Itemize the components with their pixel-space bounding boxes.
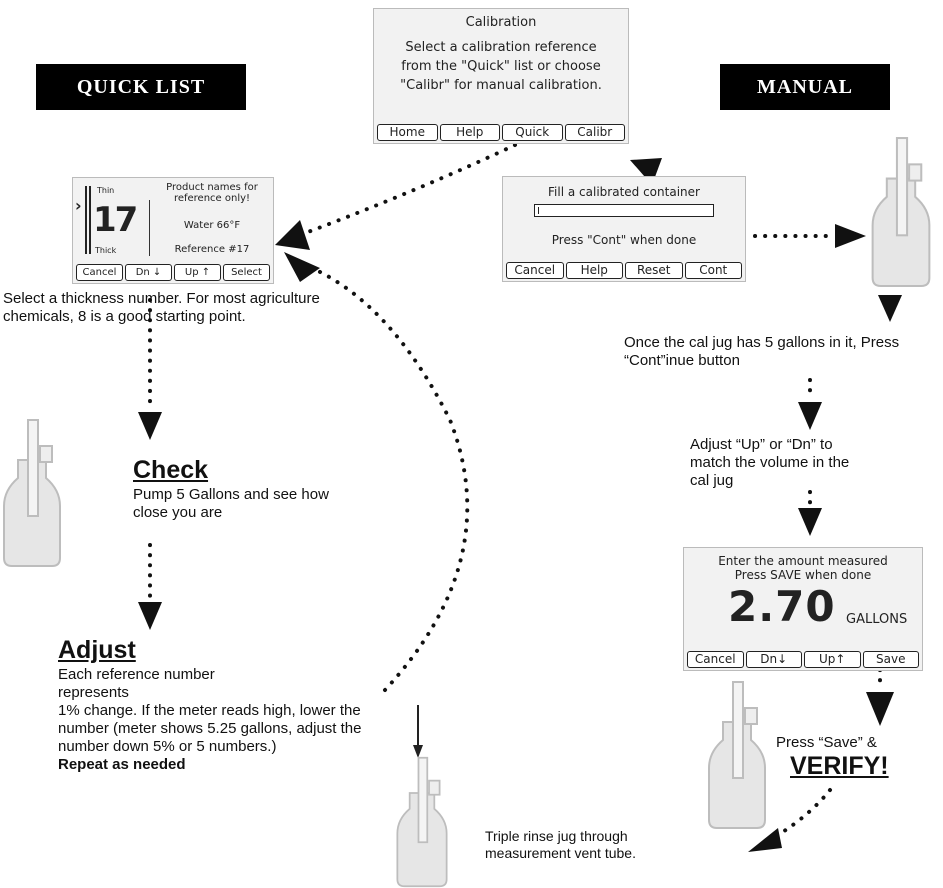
softkey-cancel[interactable]: Cancel — [76, 264, 123, 281]
calibration-title: Calibration — [465, 15, 537, 30]
softkey-select[interactable]: Select — [223, 264, 270, 281]
amount-unit: GALLONS — [846, 612, 908, 627]
jug-bottom-right-icon — [708, 681, 766, 829]
amount-value: 2.70 — [728, 582, 836, 631]
softkey-up[interactable]: Up ↑ — [174, 264, 221, 281]
connector-quick-to-list — [298, 143, 517, 237]
arrow-to-rinse — [748, 828, 782, 852]
softkey-cancel-amount[interactable]: Cancel — [687, 651, 744, 668]
thick-label: Thick — [95, 246, 117, 255]
fill-prompt: Press "Cont" when done — [551, 233, 697, 247]
thickness-number: 17 — [93, 200, 138, 240]
arrow-to-quick-list — [275, 220, 310, 250]
arrow-down-save — [866, 692, 894, 726]
screen-divider — [149, 200, 150, 256]
softkey-quick[interactable]: Quick — [502, 124, 563, 141]
calibration-line-1: Select a calibration reference — [405, 40, 597, 55]
adjust-body-3: 1% change. If the meter reads high, lowe… — [58, 702, 362, 755]
calibration-line-2: from the "Quick" list or choose — [401, 59, 601, 74]
adjust-heading: Adjust — [58, 636, 136, 664]
amount-measured-screen: Enter the amount measured Press SAVE whe… — [683, 547, 923, 671]
thickness-pointer: › — [75, 196, 82, 215]
check-body: Pump 5 Gallons and see how close you are — [133, 486, 329, 521]
cal-jug-note: Once the cal jug has 5 gallons in it, Pr… — [624, 334, 900, 369]
adjust-body-2: represents — [58, 684, 129, 701]
arrow-loop-back — [284, 252, 320, 282]
softkey-down[interactable]: Dn ↓ — [125, 264, 172, 281]
connector-adjust-loop — [303, 263, 470, 692]
arrow-down-note — [798, 402, 822, 430]
softkey-home[interactable]: Home — [377, 124, 438, 141]
fill-progress-bar — [534, 204, 714, 217]
fill-container-screen: Fill a calibrated container Press "Cont"… — [502, 176, 746, 282]
check-heading: Check — [133, 456, 209, 484]
info-line-2: reference only! — [173, 193, 251, 204]
press-save-note: Press “Save” & — [776, 734, 877, 751]
reference-number: Reference #17 — [174, 244, 250, 255]
calibration-line-3: "Calibr" for manual calibration. — [400, 78, 602, 93]
softkey-cancel-fill[interactable]: Cancel — [506, 262, 564, 279]
arrow-to-check — [138, 412, 162, 440]
softkey-save[interactable]: Save — [862, 651, 919, 668]
product-name: Water 66°F — [183, 220, 241, 231]
calibration-screen: Calibration Select a calibration referen… — [373, 8, 629, 144]
arrow-into-jug-head — [413, 745, 423, 758]
arrow-to-adjust — [138, 602, 162, 630]
select-thickness-note: Select a thickness number. For most agri… — [3, 290, 320, 325]
verify-heading: VERIFY! — [790, 752, 889, 780]
softkey-calibr[interactable]: Calibr — [564, 124, 625, 141]
jug-bottom-center-icon — [396, 756, 448, 888]
softkey-up-amount[interactable]: Up↑ — [804, 651, 861, 668]
repeat-note: Repeat as needed — [58, 756, 186, 773]
softkey-reset[interactable]: Reset — [625, 262, 683, 279]
arrow-to-jug — [835, 224, 866, 248]
softkey-cont[interactable]: Cont — [684, 262, 742, 279]
arrow-down-adjust — [798, 508, 822, 536]
amount-line-2: Press SAVE when done — [734, 568, 872, 582]
arrow-down-jug — [878, 295, 902, 322]
quick-list-banner: QUICK LIST — [36, 64, 246, 110]
manual-banner: MANUAL — [720, 64, 890, 110]
jug-left-icon — [3, 419, 61, 567]
fill-progress-mark — [538, 207, 539, 214]
triple-rinse-note: Triple rinse jug through measurement ven… — [485, 828, 636, 861]
thin-label: Thin — [97, 186, 115, 195]
adjust-body-1: Each reference number — [58, 666, 215, 683]
amount-line-1: Enter the amount measured — [718, 554, 888, 568]
connector-verify-to-rinse — [776, 788, 832, 837]
quick-list-screen: Thin › 17 Thick Product names for refere… — [72, 177, 274, 284]
softkey-down-amount[interactable]: Dn↓ — [745, 651, 802, 668]
thickness-scale — [85, 186, 91, 254]
info-line-1: Product names for — [166, 182, 258, 193]
softkey-help[interactable]: Help — [439, 124, 500, 141]
adjust-up-dn-note: Adjust “Up” or “Dn” to match the volume … — [690, 436, 850, 489]
softkey-help-fill[interactable]: Help — [565, 262, 623, 279]
fill-title: Fill a calibrated container — [548, 185, 700, 199]
jug-top-right-icon — [871, 137, 931, 287]
